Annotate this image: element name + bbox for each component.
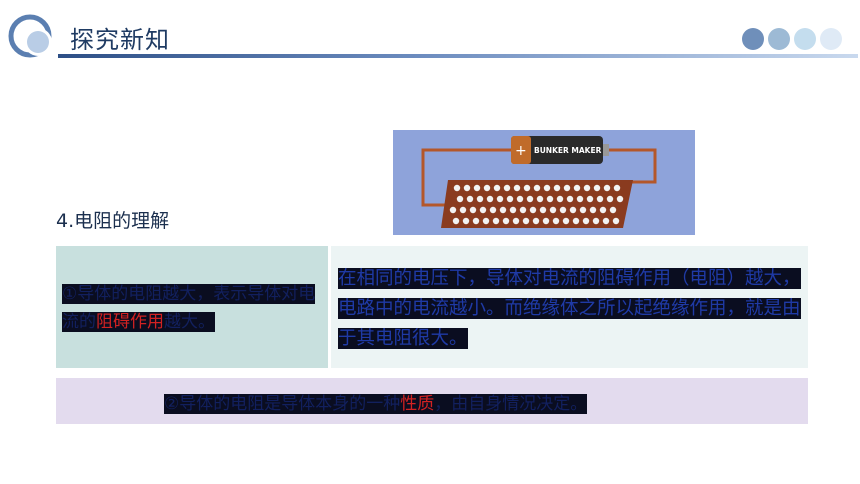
plate-hole bbox=[472, 217, 480, 225]
plate-hole bbox=[563, 184, 571, 192]
point-one-box bbox=[56, 246, 328, 368]
plate-hole bbox=[556, 195, 564, 203]
plate-hole bbox=[516, 195, 524, 203]
plate-hole bbox=[512, 217, 520, 225]
plate-hole bbox=[582, 217, 590, 225]
plate-hole bbox=[603, 184, 611, 192]
plate-hole bbox=[523, 184, 531, 192]
plate-hole bbox=[572, 217, 580, 225]
plate-hole bbox=[456, 195, 464, 203]
explanation-body: 在相同的电压下，导体对电流的阻碍作用（电阻）越大，电路中的电流越小。而绝缘体之所… bbox=[338, 268, 801, 349]
point-two-after: ，由自身情况决定。 bbox=[434, 394, 588, 414]
plate-hole bbox=[483, 184, 491, 192]
plate-hole bbox=[606, 195, 614, 203]
plate-hole bbox=[522, 217, 530, 225]
plate-hole bbox=[519, 206, 527, 214]
plate-hole bbox=[473, 184, 481, 192]
plate-hole bbox=[599, 206, 607, 214]
plate-hole bbox=[452, 217, 460, 225]
plate-hole bbox=[569, 206, 577, 214]
plate-hole bbox=[449, 206, 457, 214]
plate-hole bbox=[613, 184, 621, 192]
plate-hole bbox=[479, 206, 487, 214]
plate-hole bbox=[549, 206, 557, 214]
header-divider bbox=[58, 54, 858, 58]
plate-hole bbox=[459, 206, 467, 214]
plate-hole bbox=[609, 206, 617, 214]
plate-hole bbox=[493, 184, 501, 192]
plate-hole bbox=[592, 217, 600, 225]
plate-hole bbox=[513, 184, 521, 192]
plate-hole bbox=[469, 206, 477, 214]
plate-hole bbox=[586, 195, 594, 203]
plate-hole bbox=[499, 206, 507, 214]
header-dot bbox=[820, 28, 842, 50]
plate-hole bbox=[509, 206, 517, 214]
explanation-text: 在相同的电压下，导体对电流的阻碍作用（电阻）越大，电路中的电流越小。而绝缘体之所… bbox=[338, 264, 808, 354]
plate-hole bbox=[566, 195, 574, 203]
point-one-after: 越大。 bbox=[164, 312, 215, 332]
plate-hole bbox=[583, 184, 591, 192]
header-dot bbox=[794, 28, 816, 50]
plate-hole bbox=[552, 217, 560, 225]
plate-hole bbox=[463, 184, 471, 192]
section-heading: 4.电阻的理解 bbox=[56, 210, 170, 232]
plate-hole bbox=[573, 184, 581, 192]
plate-hole bbox=[502, 217, 510, 225]
plate-hole bbox=[536, 195, 544, 203]
page-title: 探究新知 bbox=[70, 26, 170, 54]
plate-hole bbox=[612, 217, 620, 225]
plate-hole bbox=[482, 217, 490, 225]
plate-hole bbox=[506, 195, 514, 203]
plate-hole bbox=[576, 195, 584, 203]
plate-hole bbox=[496, 195, 504, 203]
resistor-circuit-image: + BUNKER MAKER bbox=[393, 130, 695, 235]
plate-hole bbox=[602, 217, 610, 225]
plate-hole bbox=[542, 217, 550, 225]
header-dot bbox=[768, 28, 790, 50]
plate-hole bbox=[539, 206, 547, 214]
plate-hole bbox=[492, 217, 500, 225]
plate-hole bbox=[529, 206, 537, 214]
plate-hole bbox=[489, 206, 497, 214]
plate-hole bbox=[596, 195, 604, 203]
battery-icon: + BUNKER MAKER bbox=[511, 136, 609, 164]
plate-hole bbox=[503, 184, 511, 192]
plate-hole bbox=[543, 184, 551, 192]
point-two-emphasis: 性质 bbox=[400, 394, 435, 414]
plate-hole bbox=[593, 184, 601, 192]
plate-hole bbox=[466, 195, 474, 203]
svg-text:+: + bbox=[515, 143, 527, 159]
point-one-emphasis: 阻碍作用 bbox=[96, 312, 164, 332]
plate-hole bbox=[476, 195, 484, 203]
plate-hole bbox=[486, 195, 494, 203]
plate-hole bbox=[453, 184, 461, 192]
header-dot bbox=[742, 28, 764, 50]
plate-hole bbox=[532, 217, 540, 225]
battery-label: BUNKER MAKER bbox=[534, 146, 602, 155]
resistor-plate-icon bbox=[441, 180, 633, 228]
plate-hole bbox=[462, 217, 470, 225]
plate-hole bbox=[616, 195, 624, 203]
plate-hole bbox=[562, 217, 570, 225]
plate-hole bbox=[579, 206, 587, 214]
point-one-text: ①导体的电阻越大，表示导体对电流的阻碍作用越大。 bbox=[62, 280, 324, 336]
point-two-before: ②导体的电阻是导体本身的一种 bbox=[164, 394, 401, 414]
plate-hole bbox=[559, 206, 567, 214]
plate-hole bbox=[533, 184, 541, 192]
point-two-text: ②导体的电阻是导体本身的一种性质，由自身情况决定。 bbox=[164, 392, 588, 416]
plate-hole bbox=[553, 184, 561, 192]
header-dots bbox=[742, 28, 842, 50]
plate-hole bbox=[526, 195, 534, 203]
plate-hole bbox=[589, 206, 597, 214]
logo-ring-icon bbox=[8, 14, 52, 58]
plate-hole bbox=[546, 195, 554, 203]
